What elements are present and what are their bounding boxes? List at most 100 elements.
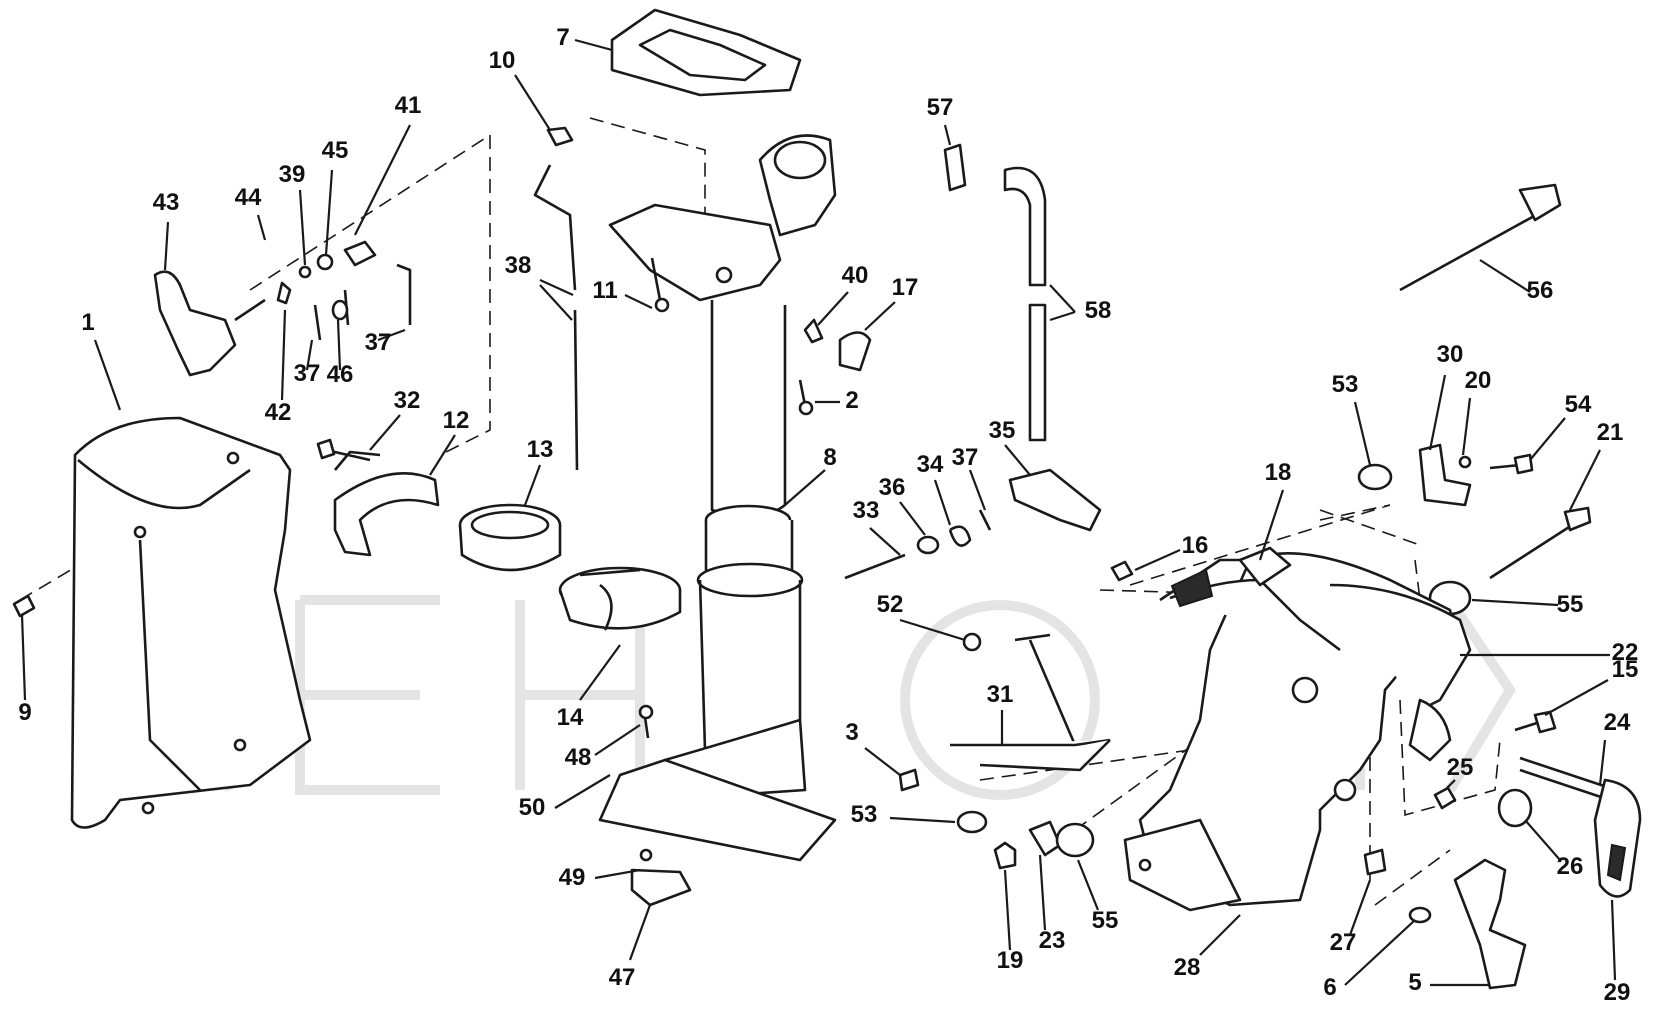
leader-c56 — [1479, 259, 1531, 293]
leader-c45 — [324, 169, 334, 256]
part-cowl-1 — [70, 416, 312, 829]
callout-35-c35: 35 — [989, 417, 1016, 444]
leader-c44 — [256, 214, 267, 241]
part-clamp-12 — [333, 450, 440, 557]
part-small-3-52-53 — [898, 463, 1393, 834]
callout-2-c2: 2 — [845, 387, 858, 414]
leader-c27 — [1348, 879, 1372, 936]
callout-18-c18: 18 — [1265, 459, 1292, 486]
leader-c41 — [354, 124, 411, 236]
callout-10-c10: 10 — [489, 47, 516, 74]
callout-8-c8: 8 — [823, 444, 836, 471]
callout-47-c47: 47 — [609, 964, 636, 991]
callout-3-c3: 3 — [845, 719, 858, 746]
callout-56-c56: 56 — [1527, 277, 1554, 304]
leader-c13 — [523, 464, 542, 506]
callout-11-c11: 11 — [592, 277, 617, 304]
callout-34-c34: 34 — [917, 451, 944, 478]
callout-6-c6: 6 — [1323, 974, 1336, 1001]
callout-27-c27: 27 — [1330, 929, 1357, 956]
callout-21-c21: 21 — [1597, 419, 1624, 446]
part-bracket-28 — [1123, 546, 1472, 912]
leader-c3 — [864, 747, 901, 776]
leader-c14 — [579, 644, 621, 701]
leader-c11 — [624, 294, 653, 309]
leader-c25 — [1444, 779, 1456, 791]
callout-42-c42: 42 — [265, 399, 292, 426]
callout-54-c54: 54 — [1565, 391, 1592, 418]
part-hose-58 — [943, 143, 1047, 442]
callout-31-c31: 31 — [987, 681, 1014, 708]
callout-46-c46: 46 — [327, 361, 354, 388]
leader-c10 — [514, 74, 551, 131]
leader-c42 — [280, 309, 287, 401]
leader-c43 — [163, 221, 170, 271]
callout-20-c20: 20 — [1465, 367, 1492, 394]
callout-1-c1: 1 — [81, 309, 94, 336]
part-hardware-row — [844, 468, 1102, 580]
leader-c24 — [1598, 739, 1607, 786]
callout-12-c12: 12 — [443, 407, 470, 434]
callout-49-c49: 49 — [559, 864, 586, 891]
callout-45-c45: 45 — [322, 137, 349, 164]
leader-c53a — [1353, 401, 1372, 466]
leader-c37a — [305, 339, 314, 371]
part-screws-misc — [630, 257, 872, 907]
leader-c38 — [539, 278, 574, 297]
leader-c21 — [1569, 449, 1601, 511]
leader-c8 — [784, 469, 826, 506]
callout-53-c53b: 53 — [851, 801, 878, 828]
leader-c36 — [899, 501, 926, 536]
callout-39-c39: 39 — [279, 161, 306, 188]
callout-55-c55a: 55 — [1557, 591, 1584, 618]
callout-40-c40: 40 — [842, 262, 869, 289]
leader-c33 — [869, 527, 901, 556]
part-housing-8 — [598, 134, 837, 862]
leader-c39 — [298, 189, 307, 266]
leader-c15 — [1544, 679, 1609, 716]
leader-c38 — [539, 284, 573, 321]
callout-50-c50: 50 — [519, 794, 546, 821]
leader-c46 — [336, 319, 342, 371]
leader-lines — [20, 38, 1617, 987]
leader-c49 — [594, 868, 641, 880]
callout-55-c55b: 55 — [1092, 907, 1119, 934]
callout-26-c26: 26 — [1557, 853, 1584, 880]
leader-c55a — [1471, 598, 1559, 607]
callout-48-c48: 48 — [565, 744, 592, 771]
callout-22-c22: 22 — [1612, 639, 1639, 666]
leader-c47 — [628, 904, 652, 961]
leader-c48 — [594, 724, 641, 756]
leader-c54 — [1529, 417, 1566, 461]
part-gasket-7 — [610, 8, 802, 97]
leader-c12 — [429, 434, 456, 476]
part-bracket-30 — [1418, 443, 1592, 580]
leader-c7 — [574, 38, 613, 52]
part-knob-43 — [153, 240, 412, 377]
callout-13-c13: 13 — [527, 436, 554, 463]
part-lever-5 — [1363, 848, 1527, 990]
callout-7-c7: 7 — [556, 24, 569, 51]
leader-c1 — [93, 339, 122, 411]
leader-c32 — [369, 414, 401, 451]
leader-c53b — [889, 816, 956, 824]
callout-44-c44: 44 — [235, 184, 262, 211]
part-seal-13 — [458, 503, 562, 572]
callout-15-c15: 15 — [1612, 656, 1639, 683]
leader-c35 — [1004, 444, 1031, 476]
leader-c19 — [1003, 869, 1012, 951]
callout-9-c9: 9 — [18, 699, 31, 726]
leader-c55b — [1076, 859, 1100, 911]
leader-c16 — [1134, 548, 1181, 572]
callout-41-c41: 41 — [395, 92, 422, 119]
callout-28-c28: 28 — [1174, 954, 1201, 981]
leader-c23 — [1038, 854, 1047, 931]
callout-37-c37b: 37 — [365, 329, 392, 356]
leader-c58 — [1049, 310, 1076, 322]
part-t-handle-31 — [950, 633, 1111, 772]
callout-29-c29: 29 — [1604, 979, 1631, 1006]
callout-17-c17: 17 — [892, 274, 919, 301]
callout-14-c14: 14 — [557, 704, 584, 731]
